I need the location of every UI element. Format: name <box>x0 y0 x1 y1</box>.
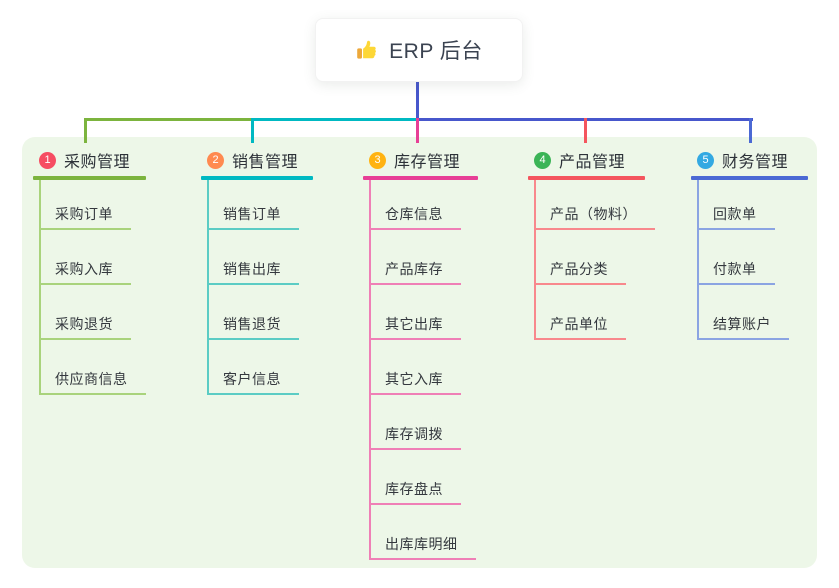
branch-drop-line <box>749 118 752 143</box>
branch-title-label: 销售管理 <box>232 154 299 171</box>
branch-underline <box>33 176 146 180</box>
branch-number-badge: 5 <box>697 151 714 169</box>
branch-title-label: 采购管理 <box>64 154 131 171</box>
child-node[interactable]: 销售出库 <box>207 259 299 285</box>
branch-node-title[interactable]: 3 库存管理 <box>369 148 460 172</box>
branch-title-label: 库存管理 <box>394 154 461 171</box>
child-node[interactable]: 产品库存 <box>369 259 461 285</box>
branch-node-title[interactable]: 5 财务管理 <box>697 148 788 172</box>
branch-underline <box>363 176 478 180</box>
branch-number-badge: 2 <box>207 151 224 169</box>
children-connector-line <box>697 180 699 340</box>
children-connector-line <box>369 180 371 560</box>
child-node[interactable]: 销售订单 <box>207 204 299 230</box>
branch-title-label: 产品管理 <box>559 154 626 171</box>
branch-drop-line <box>416 118 419 143</box>
child-node[interactable]: 产品分类 <box>534 259 626 285</box>
branch-drop-line <box>584 118 587 143</box>
root-label: ERP 后台 <box>389 40 483 63</box>
child-node[interactable]: 结算账户 <box>697 314 789 340</box>
child-node[interactable]: 产品单位 <box>534 314 626 340</box>
connector-horizontal-segment <box>84 118 255 121</box>
child-node[interactable]: 产品（物料） <box>534 204 655 230</box>
child-node[interactable]: 销售退货 <box>207 314 299 340</box>
branch-node-title[interactable]: 1 采购管理 <box>39 148 130 172</box>
child-node[interactable]: 库存盘点 <box>369 479 461 505</box>
child-node[interactable]: 采购入库 <box>39 259 131 285</box>
child-node[interactable]: 回款单 <box>697 204 775 230</box>
root-node[interactable]: ERP 后台 <box>315 18 523 82</box>
child-node[interactable]: 采购退货 <box>39 314 131 340</box>
child-node[interactable]: 库存调拨 <box>369 424 461 450</box>
root-connector-line <box>416 82 419 121</box>
branch-underline <box>201 176 313 180</box>
branch-drop-line <box>251 118 254 143</box>
branches-panel <box>22 137 817 568</box>
branch-drop-line <box>84 118 87 143</box>
children-connector-line <box>39 180 41 395</box>
child-node[interactable]: 采购订单 <box>39 204 131 230</box>
children-connector-line <box>207 180 209 395</box>
thumbs-up-icon <box>355 38 379 62</box>
child-node[interactable]: 其它出库 <box>369 314 461 340</box>
branch-title-label: 财务管理 <box>722 154 789 171</box>
child-node[interactable]: 供应商信息 <box>39 369 146 395</box>
child-node[interactable]: 仓库信息 <box>369 204 461 230</box>
branch-node-title[interactable]: 4 产品管理 <box>534 148 625 172</box>
child-node[interactable]: 出库库明细 <box>369 534 476 560</box>
child-node[interactable]: 客户信息 <box>207 369 299 395</box>
branch-underline <box>528 176 645 180</box>
children-connector-line <box>534 180 536 340</box>
child-node[interactable]: 付款单 <box>697 259 775 285</box>
connector-horizontal-segment <box>252 118 419 121</box>
branch-underline <box>691 176 808 180</box>
branch-number-badge: 3 <box>369 151 386 169</box>
branch-number-badge: 4 <box>534 151 551 169</box>
branch-node-title[interactable]: 2 销售管理 <box>207 148 298 172</box>
child-node[interactable]: 其它入库 <box>369 369 461 395</box>
branch-number-badge: 1 <box>39 151 56 169</box>
